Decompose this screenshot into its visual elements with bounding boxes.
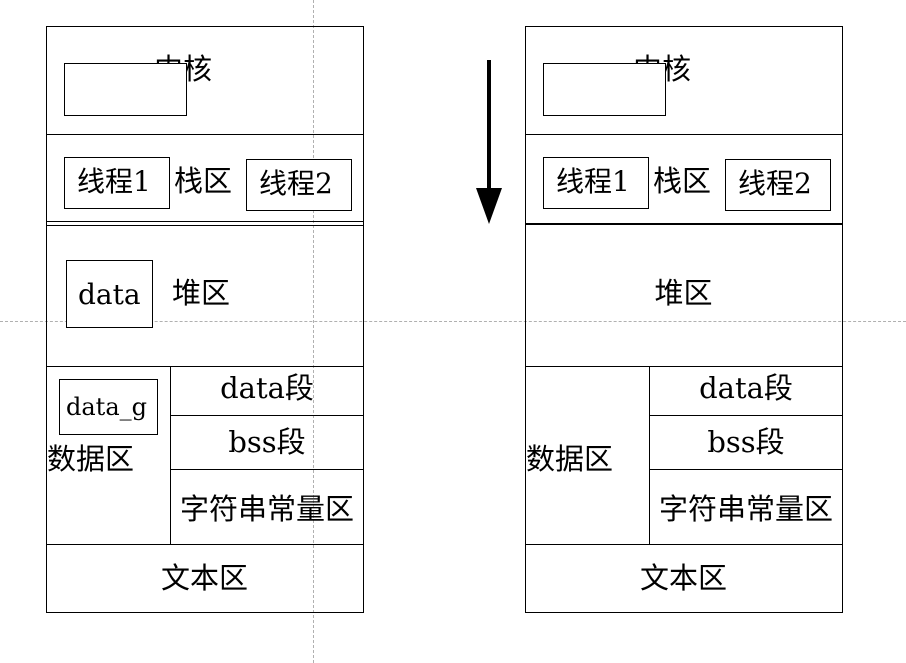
vertical-guide-line [313,0,314,663]
horizontal-guide-line [0,321,906,322]
divider [649,469,842,470]
divider [526,366,842,367]
string-constants-label: 字符串常量区 [179,492,354,526]
text-region-label: 文本区 [639,561,727,595]
divider [47,225,363,226]
divider [170,366,171,544]
heap-data-box: data [66,260,153,328]
heap-label: 堆区 [172,276,231,310]
thread1-box: 线程1 [543,157,649,209]
divider [47,544,363,545]
heap-label: 堆区 [654,276,713,310]
data-segment-label: data段 [699,371,793,405]
thread2-label: 线程2 [738,167,812,200]
data-segment-label: data段 [220,371,314,405]
stack-label: 栈区 [174,164,233,198]
kernel-blank-box [543,63,666,116]
thread2-box: 线程2 [246,159,352,211]
data-region-label: 数据区 [47,442,135,476]
data-g-box: data_g [59,379,158,435]
kernel-blank-box [64,63,187,116]
left-memory-layout: 内核 线程1 栈区 线程2 data 堆区 data_g 数据区 data段 b… [46,26,364,613]
divider [526,223,842,225]
data-g-label: data_g [66,393,147,421]
thread2-label: 线程2 [259,167,333,200]
divider [526,134,842,135]
thread2-box: 线程2 [725,159,831,211]
divider [649,415,842,416]
bss-segment-label: bss段 [228,425,306,459]
divider [526,544,842,545]
thread1-label: 线程1 [77,165,151,198]
stack-label: 栈区 [653,164,712,198]
heap-data-label: data [78,278,141,311]
string-constants-label: 字符串常量区 [658,492,833,526]
thread1-box: 线程1 [64,157,170,209]
divider [649,366,650,544]
divider [170,469,363,470]
divider [47,134,363,135]
data-region-label: 数据区 [526,442,614,476]
down-arrow-icon [476,60,502,224]
divider [47,221,363,222]
bss-segment-label: bss段 [707,425,785,459]
text-region-label: 文本区 [160,561,248,595]
divider [47,366,363,367]
thread1-label: 线程1 [556,165,630,198]
right-memory-layout: 内核 线程1 栈区 线程2 堆区 数据区 data段 bss段 字符串常量区 文… [525,26,843,613]
divider [170,415,363,416]
